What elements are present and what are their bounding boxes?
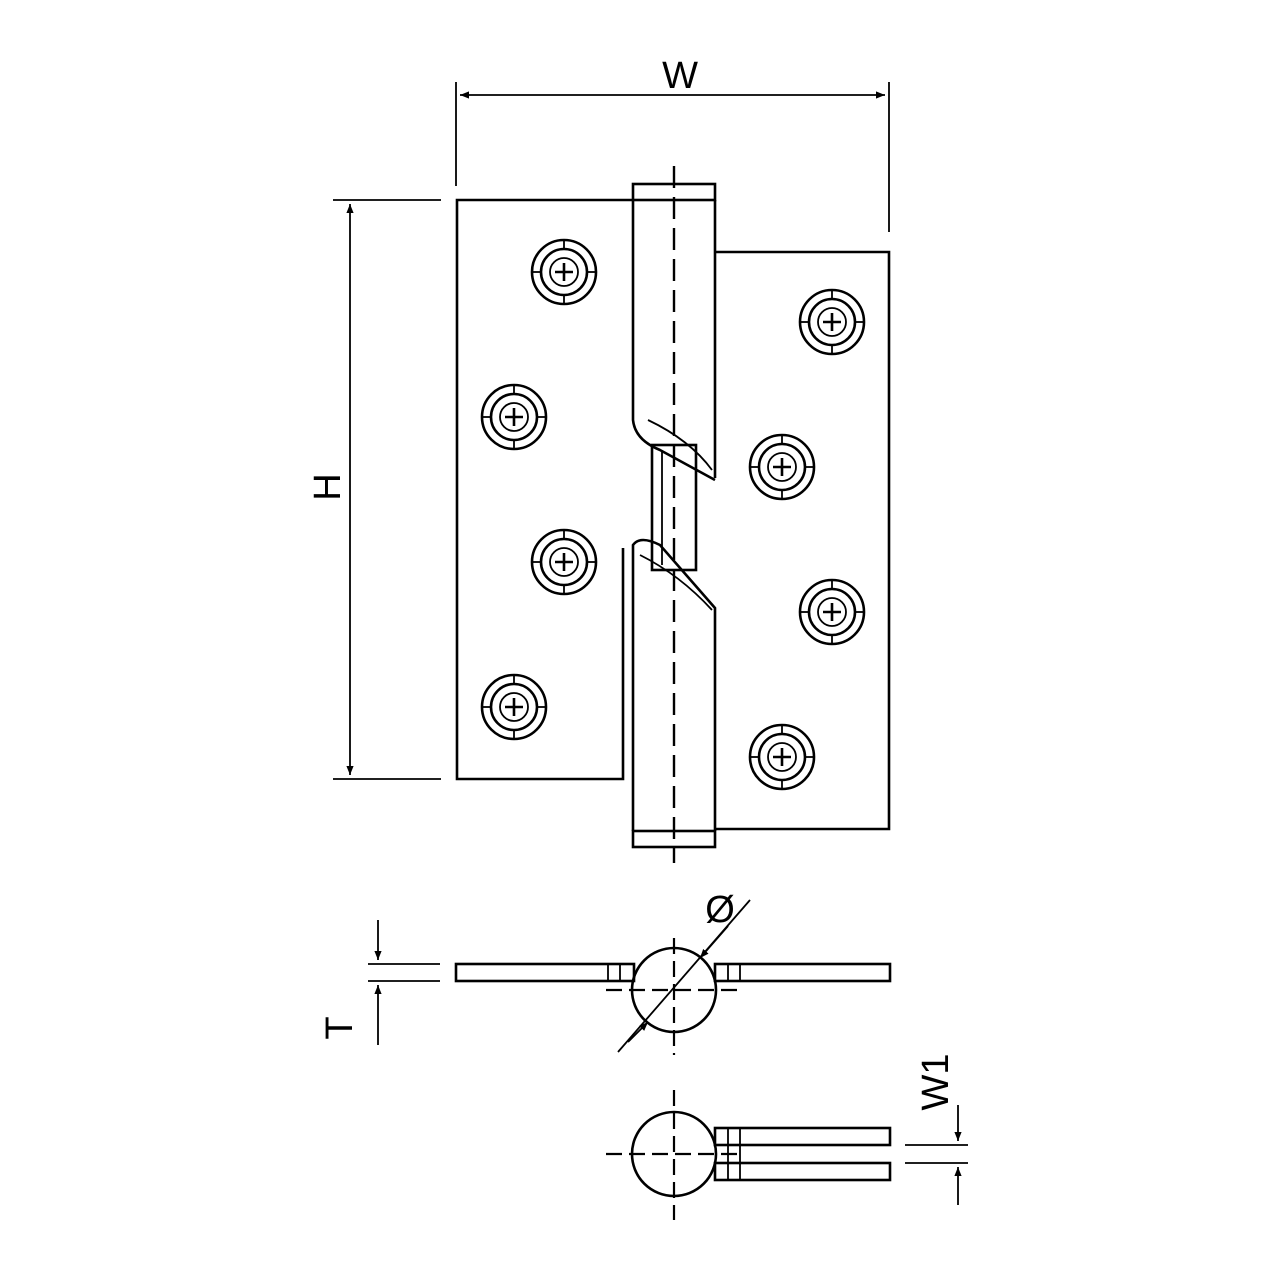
right-leaf-screw-holes xyxy=(748,288,866,791)
left-leaf-screw-holes xyxy=(480,238,598,741)
thickness-dimension: T xyxy=(319,920,440,1045)
diameter-dimension: Ø xyxy=(617,889,751,1053)
screw-hole xyxy=(798,578,866,646)
thickness-label: T xyxy=(319,1016,361,1039)
left-leaf xyxy=(455,198,633,781)
knuckle-gap-dimension: W1 xyxy=(905,1054,968,1205)
height-dimension: H xyxy=(307,199,441,780)
diameter-label: Ø xyxy=(705,889,735,931)
top-view: T Ø xyxy=(319,889,892,1055)
left-leaf-section xyxy=(454,962,636,983)
lower-leaf-section xyxy=(713,1161,892,1182)
screw-hole xyxy=(748,433,816,501)
screw-hole xyxy=(480,383,548,451)
height-label: H xyxy=(307,473,349,500)
screw-hole xyxy=(530,238,598,306)
width-label: W xyxy=(662,55,698,97)
width-dimension: W xyxy=(455,55,890,232)
upper-leaf-section xyxy=(713,1126,892,1147)
front-view: W H xyxy=(307,55,891,863)
closed-view: W1 xyxy=(606,1054,968,1220)
leaf-knuckle-joints xyxy=(607,964,741,981)
screw-hole xyxy=(480,673,548,741)
screw-hole xyxy=(748,723,816,791)
right-leaf xyxy=(715,250,891,831)
screw-hole xyxy=(798,288,866,356)
knuckle-gap-label: W1 xyxy=(915,1054,957,1111)
screw-hole xyxy=(530,528,598,596)
right-leaf-section xyxy=(713,962,892,983)
